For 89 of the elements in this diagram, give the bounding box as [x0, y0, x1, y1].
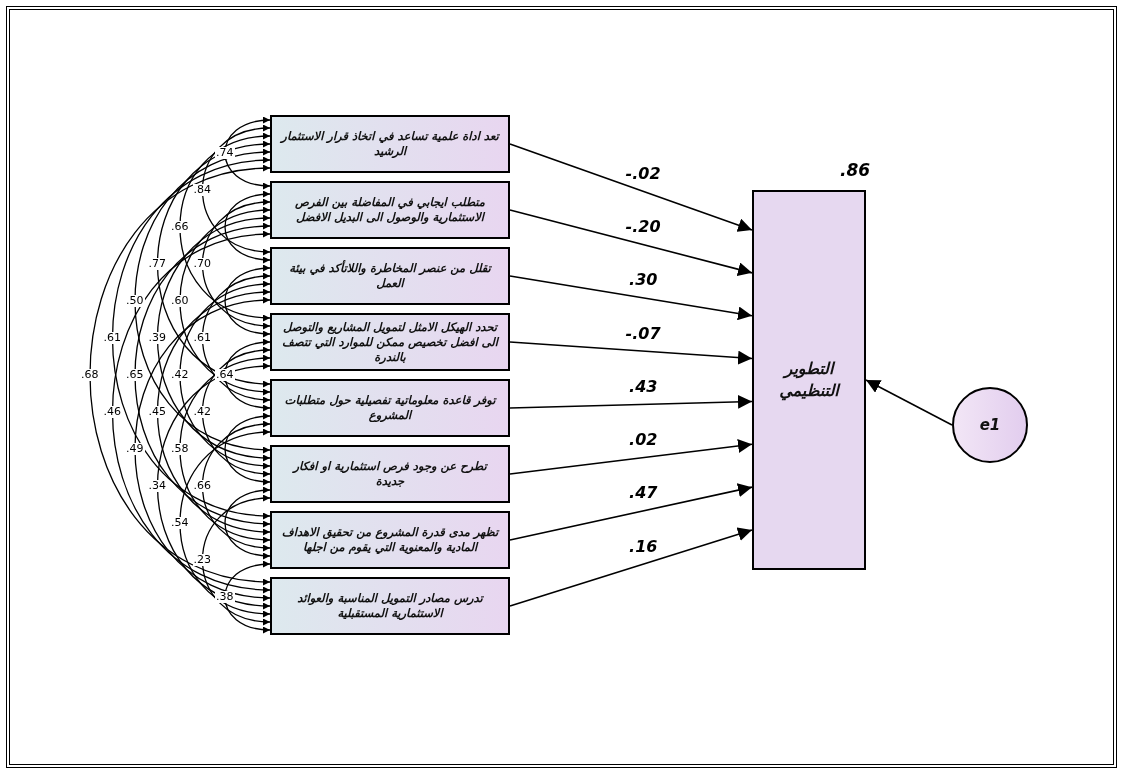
path-coefficient: -.20: [625, 217, 661, 237]
correlation-value: .66: [192, 480, 212, 492]
path-arrow: [509, 439, 753, 475]
path-coefficient: -.02: [625, 163, 661, 183]
correlation-value: .68: [80, 369, 100, 381]
correlation-value: .64: [215, 369, 235, 381]
path-coefficient: -.07: [625, 323, 661, 343]
covariance-arrow: [201, 495, 271, 625]
covariance-arrow: [156, 363, 271, 609]
covariance-arrow: [224, 413, 271, 485]
correlation-value: .61: [192, 332, 212, 344]
path-arrow: [865, 379, 953, 426]
correlation-value: .77: [147, 258, 167, 270]
covariance-arrow: [179, 207, 271, 395]
variable-label: تقلل من عنصر المخاطرة واللاتأكد في بيئة العمل: [288, 261, 493, 291]
covariance-arrow: [179, 429, 271, 617]
correlation-value: .65: [125, 369, 145, 381]
correlation-value: .23: [192, 554, 212, 566]
correlation-value: .50: [125, 295, 145, 307]
variable-box: [270, 247, 510, 305]
correlation-value: .38: [215, 591, 235, 603]
covariance-arrow: [224, 117, 271, 189]
covariance-arrow: [134, 297, 271, 601]
covariance-arrow: [156, 215, 271, 461]
path-arrow: [509, 341, 753, 365]
variable-box: [270, 115, 510, 173]
correlation-value: .74: [215, 147, 235, 159]
covariance-arrow: [224, 191, 271, 263]
correlation-value: .70: [192, 258, 212, 270]
path-arrow: [509, 209, 753, 277]
path-arrow: [509, 275, 753, 321]
variable-label: تدرس مصادر التمويل المناسبة والعوائد الاستثمارية المستقبلية: [296, 591, 485, 621]
covariance-arrow: [134, 149, 271, 453]
covariance-arrow: [111, 157, 271, 519]
covariance-arrow: [201, 199, 271, 329]
path-arrow: [509, 143, 753, 232]
variable-label: تعد اداة علمية تساعد في اتخاذ قرار الاستثمار الرشيد: [279, 129, 501, 159]
correlation-value: .42: [170, 369, 190, 381]
variable-box: [270, 379, 510, 437]
correlation-value: .54: [170, 517, 190, 529]
variable-label: تحدد الهيكل الامثل لتمويل المشاريع والتوصل الى افضل تخصيص ممكن للموارد التي تتصف بالندرة: [281, 319, 501, 365]
correlation-value: .34: [147, 480, 167, 492]
r-squared-value: .86: [840, 160, 871, 180]
path-coefficient: .16: [629, 536, 658, 556]
covariance-arrow: [179, 133, 271, 321]
covariance-arrow: [156, 289, 271, 535]
variable-label: متطلب ايجابي في المفاضلة بين الفرص الاستثمارية والوصول الى البديل الافضل: [294, 195, 487, 225]
variable-label: تطرح عن وجود فرص استثمارية او افكار جديدة: [291, 459, 489, 489]
variable-box: [270, 445, 510, 503]
covariance-arrow: [156, 141, 271, 387]
covariance-arrow: [201, 421, 271, 551]
dependent-variable-box: [752, 190, 866, 570]
correlation-value: .49: [125, 443, 145, 455]
covariance-arrow: [179, 355, 271, 543]
correlation-value: .61: [102, 332, 122, 344]
correlation-value: .66: [170, 221, 190, 233]
covariance-arrow: [111, 231, 271, 593]
variable-box: [270, 181, 510, 239]
covariance-arrow: [201, 125, 271, 255]
path-coefficient: .43: [629, 376, 658, 396]
path-coefficient: .47: [629, 483, 658, 503]
variable-label: التطوير التنظيمي: [778, 358, 842, 402]
variable-label: تظهر مدى قدرة المشروع من تحقيق الاهداف المادية والمعنوية التي يقوم من اجلها: [280, 525, 501, 555]
variable-label: توفر قاعدة معلوماتية تفصيلية حول متطلبات المشروع: [283, 393, 498, 423]
correlation-value: .42: [192, 406, 212, 418]
correlation-value: .46: [102, 406, 122, 418]
covariance-arrow: [224, 265, 271, 337]
correlation-value: .39: [147, 332, 167, 344]
covariance-arrow: [89, 165, 271, 585]
covariance-arrow: [224, 339, 271, 411]
covariance-arrow: [134, 223, 271, 527]
path-coefficient: .02: [629, 430, 658, 450]
correlation-value: .84: [192, 184, 212, 196]
correlation-value: .45: [147, 406, 167, 418]
path-arrow: [509, 527, 753, 607]
path-arrow: [509, 483, 753, 541]
variable-label: e1: [978, 417, 1002, 433]
variable-box: [270, 511, 510, 569]
path-arrow: [509, 394, 753, 409]
path-coefficient: .30: [629, 270, 658, 290]
variable-box: [270, 577, 510, 635]
covariance-arrow: [224, 561, 271, 633]
correlation-value: .58: [170, 443, 190, 455]
covariance-arrow: [179, 281, 271, 469]
covariance-arrow: [201, 273, 271, 403]
variable-box: [270, 313, 510, 371]
correlation-value: .60: [170, 295, 190, 307]
covariance-arrow: [224, 487, 271, 559]
covariance-arrow: [201, 347, 271, 477]
